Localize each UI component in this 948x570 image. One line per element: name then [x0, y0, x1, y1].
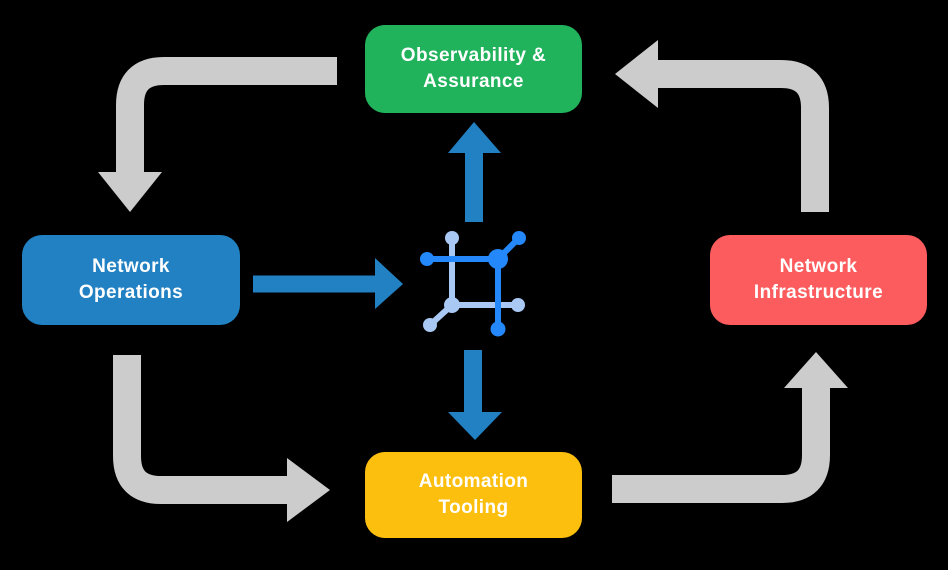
network-mesh-dark-layer: [420, 231, 526, 337]
mesh-bottom-left-corner-node: [444, 297, 460, 313]
arrow-observability-to-operations-line: [116, 57, 337, 172]
arrow-tooling-to-infrastructure-head: [784, 352, 848, 388]
arrow-operations-to-center: [253, 258, 403, 309]
arrow-infrastructure-to-observability-head: [615, 40, 658, 108]
arrow-center-to-tooling-head: [448, 412, 502, 440]
node-observability-assurance: Observability & Assurance: [365, 25, 582, 113]
arrow-observability-to-operations-head: [98, 172, 162, 212]
network-mesh-light-layer: [423, 231, 525, 332]
node-tooling-label: Automation Tooling: [418, 471, 529, 518]
node-observability-label: Observability & Assurance: [400, 45, 547, 92]
node-operations-label: Network Operations: [78, 256, 184, 303]
arrow-operations-to-tooling: [113, 355, 330, 522]
arrow-center-to-observability-head: [448, 122, 501, 153]
arrow-infrastructure-to-observability: [615, 40, 829, 212]
arrow-center-to-observability: [448, 122, 501, 222]
arrow-operations-to-tooling-line: [113, 355, 287, 504]
arrow-operations-to-tooling-head: [287, 458, 330, 522]
arrow-infrastructure-to-observability-line: [658, 60, 829, 212]
mesh-right-node: [511, 298, 525, 312]
node-infrastructure-label: Network Infrastructure: [753, 256, 884, 303]
mesh-top-node: [445, 231, 459, 245]
mesh-hub-node: [488, 249, 508, 269]
mesh-bottom-node: [490, 321, 506, 337]
mesh-left-node: [420, 252, 434, 266]
arrow-center-to-tooling: [448, 350, 502, 440]
arrow-observability-to-operations: [98, 57, 337, 212]
node-automation-tooling: Automation Tooling: [365, 452, 582, 538]
arrow-operations-to-center-head: [375, 258, 403, 309]
network-mesh-icon: [420, 231, 526, 337]
mesh-bottom-left-node: [423, 318, 437, 332]
node-network-operations: Network Operations: [22, 235, 240, 325]
node-network-infrastructure: Network Infrastructure: [710, 235, 927, 325]
arrow-tooling-to-infrastructure-line: [612, 388, 830, 503]
mesh-top-right-node: [512, 231, 526, 245]
arrow-tooling-to-infrastructure: [612, 352, 848, 503]
